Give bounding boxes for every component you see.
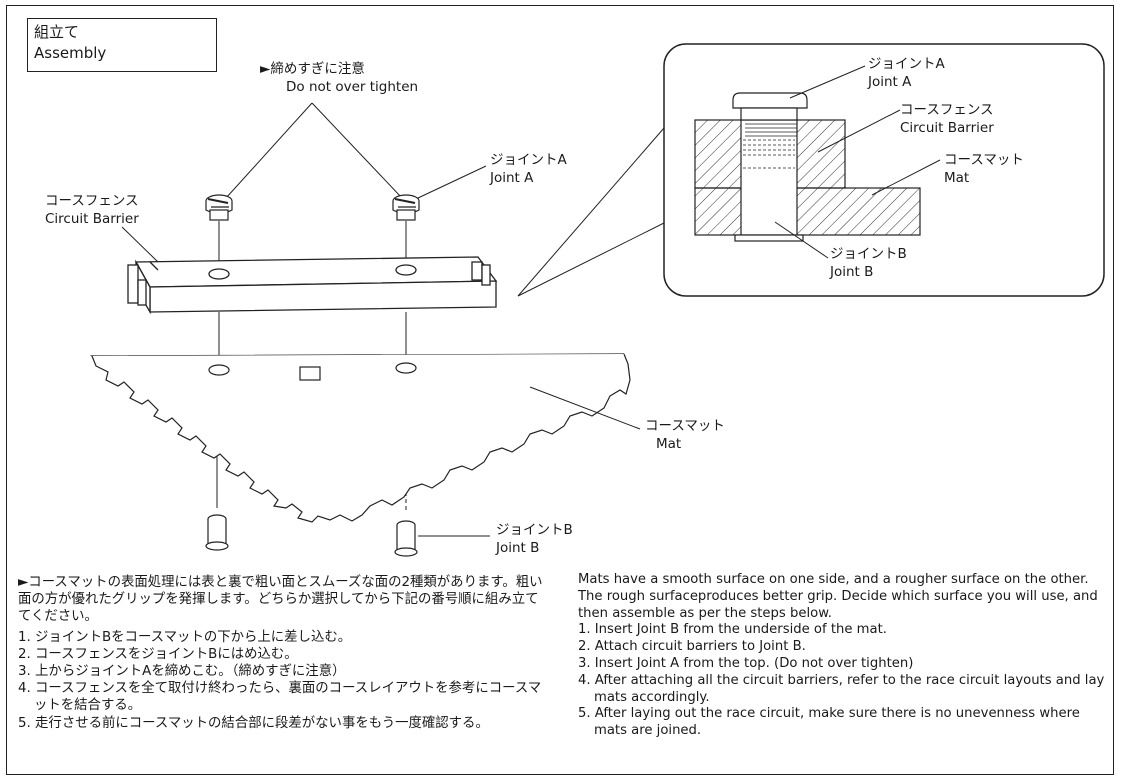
detail-mat-jp: コースマット — [944, 152, 1024, 168]
detail-mat-en: Mat — [944, 170, 970, 186]
instructions-en-step: 2. Attach circuit barriers to Joint B. — [578, 639, 806, 655]
instructions-en-step: 5. After laying out the race circuit, ma… — [578, 706, 1080, 739]
detail-cross-section — [694, 92, 921, 242]
barrier-label-en: Circuit Barrier — [45, 211, 139, 227]
mat-label-en: Mat — [656, 436, 682, 452]
joint-a-screw-left — [205, 194, 233, 221]
detail-joint-a-en: Joint A — [868, 74, 912, 90]
circuit-barrier — [127, 256, 498, 315]
title-en: Assembly — [34, 44, 107, 62]
detail-joint-a-jp: ジョイントA — [868, 56, 945, 72]
instructions-en-steps: 1. Insert Joint B from the underside of … — [578, 622, 1113, 740]
instructions-jp-step: 2. コースフェンスをジョイントBにはめ込む。 — [18, 646, 298, 662]
joint-b-label-en: Joint B — [496, 540, 540, 556]
instructions-en-step: 4. After attaching all the circuit barri… — [578, 672, 1105, 705]
barrier-label-jp: コースフェンス — [45, 193, 139, 209]
instructions-en-intro: Mats have a smooth surface on one side, … — [578, 572, 1098, 621]
detail-leaders — [774, 65, 941, 259]
instructions-en: Mats have a smooth surface on one side, … — [578, 572, 1113, 740]
joint-a-label-en: Joint A — [490, 170, 534, 186]
callout-leaders — [121, 165, 641, 537]
joint-b-label-jp: ジョイントB — [496, 522, 573, 538]
course-mat — [89, 353, 631, 523]
instructions-jp-step: 3. 上からジョイントAを締めこむ。（締めすぎに注意） — [18, 664, 346, 680]
zoom-wedge — [517, 127, 665, 297]
instructions-jp-steps: 1. ジョイントBをコースマットの下から上に差し込む。 2. コースフェンスをジ… — [18, 629, 548, 732]
instructions-en-step: 1. Insert Joint B from the underside of … — [578, 622, 887, 638]
instructions-en-step: 3. Insert Joint A from the top. (Do not … — [578, 655, 914, 671]
instructions-jp: ►コースマットの表面処理には表と裏で粗い面とスムーズな面の2種類があります。粗い… — [18, 574, 548, 732]
title-box: 組立て Assembly — [27, 18, 217, 72]
joint-b-left — [205, 514, 229, 551]
detail-joint-b-en: Joint B — [830, 264, 874, 280]
joint-b-right — [394, 520, 418, 557]
caution-leaders — [225, 102, 403, 199]
caution-label-en: Do not over tighten — [286, 79, 419, 95]
page-frame — [6, 5, 1114, 775]
detail-barrier-jp: コースフェンス — [900, 102, 994, 118]
joint-a-screw-right — [392, 194, 420, 221]
mat-label-jp: コースマット — [645, 418, 725, 434]
title-jp: 組立て — [34, 23, 80, 41]
instructions-jp-step: 1. ジョイントBをコースマットの下から上に差し込む。 — [18, 629, 352, 645]
detail-barrier-en: Circuit Barrier — [900, 120, 994, 136]
detail-joint-b-jp: ジョイントB — [830, 246, 907, 262]
caution-label-jp: ►締めすぎに注意 — [260, 61, 365, 77]
joint-a-label-jp: ジョイントA — [490, 152, 567, 168]
instructions-jp-step: 5. 走行させる前にコースマットの結合部に段差がない事をもう一度確認する。 — [18, 715, 489, 731]
instructions-jp-intro: ►コースマットの表面処理には表と裏で粗い面とスムーズな面の2種類があります。粗い… — [18, 575, 543, 625]
instructions-jp-step: 4. コースフェンスを全て取付け終わったら、裏面のコースレイアウトを参考にコース… — [18, 681, 542, 714]
